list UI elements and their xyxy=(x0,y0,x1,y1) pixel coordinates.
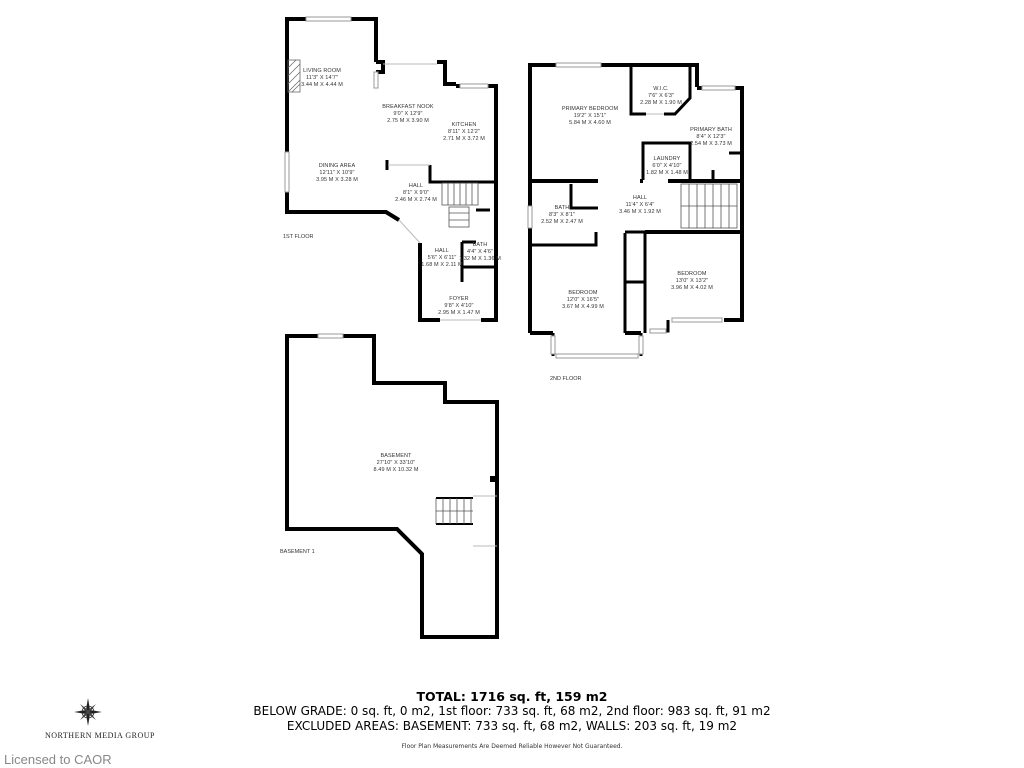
room-dimension-metric: 8.49 M X 10.32 M xyxy=(373,467,419,473)
total-area: TOTAL: 1716 sq. ft, 159 m2 xyxy=(416,689,608,704)
room-label-kitchen: KITCHEN 8'11" X 12'2" 2.71 M X 3.72 M xyxy=(443,122,485,143)
room-dimension-metric: 2.52 M X 2.47 M xyxy=(541,219,583,225)
room-label-wic: W.I.C. 7'6" X 6'3" 2.28 M X 1.90 M xyxy=(640,86,682,107)
window xyxy=(555,62,602,68)
room-dimension-metric: 2.28 M X 1.90 M xyxy=(640,100,682,106)
room-name: W.I.C. xyxy=(653,86,669,92)
room-dimension-metric: 2.46 M X 2.74 M xyxy=(395,197,437,203)
company-name: NORTHERN MEDIA GROUP xyxy=(45,731,155,740)
window xyxy=(373,71,379,89)
room-dimension-imperial: 8'3" X 8'1" xyxy=(548,212,576,218)
window xyxy=(317,333,344,339)
room-name: BEDROOM xyxy=(568,290,598,296)
room-dimension-imperial: 12'11" X 10'9" xyxy=(319,170,355,176)
room-dimension-metric: 2.75 M X 3.90 M xyxy=(387,118,429,124)
room-name: LIVING ROOM xyxy=(303,68,341,74)
area-breakdown: BELOW GRADE: 0 sq. ft, 0 m2, 1st floor: … xyxy=(253,704,771,718)
room-dimension-metric: 5.84 M X 4.60 M xyxy=(569,120,611,126)
room-dimension-metric: 2.71 M X 3.72 M xyxy=(443,136,485,142)
room-dimension-metric: 1.82 M X 1.48 M xyxy=(646,170,688,176)
window xyxy=(671,317,723,323)
floor-label-first: 1ST FLOOR xyxy=(283,234,314,240)
window xyxy=(459,83,489,89)
window xyxy=(550,335,556,355)
room-dimension-metric: 2.95 M X 1.47 M xyxy=(438,310,480,316)
room-dimension-imperial: 9'8" X 4'10" xyxy=(444,303,474,309)
room-label-laundry: LAUNDRY 6'0" X 4'10" 1.82 M X 1.48 M xyxy=(646,156,688,177)
floor-label-basement: BASEMENT 1 xyxy=(280,549,315,555)
room-name: KITCHEN xyxy=(451,122,477,128)
room-name: PRIMARY BATH xyxy=(690,127,732,133)
room-label-breakfast-nook: BREAKFAST NOOK 9'0" X 12'9" 2.75 M X 3.9… xyxy=(382,104,433,125)
room-label-primary-bedroom: PRIMARY BEDROOM 19'2" X 15'1" 5.84 M X 4… xyxy=(562,106,618,127)
room-dimension-imperial: 8'1" X 9'0" xyxy=(402,190,430,196)
room-label-hall-lower: HALL 5'6" X 6'11" 1.68 M X 2.11 M xyxy=(421,248,462,269)
room-label-hall: HALL 11'4" X 6'4" 3.46 M X 1.92 M xyxy=(619,195,661,216)
room-name: BASEMENT xyxy=(380,453,412,459)
excluded-areas: EXCLUDED AREAS: BASEMENT: 733 sq. ft, 68… xyxy=(286,719,738,733)
room-dimension-imperial: 6'0" X 4'10" xyxy=(652,163,682,169)
room-dimension-metric: 1.68 M X 2.11 M xyxy=(421,262,463,268)
room-dimension-metric: 2.54 M X 3.73 M xyxy=(690,141,732,147)
room-dimension-imperial: 4'4" X 4'6" xyxy=(466,249,494,255)
room-dimension-imperial: 7'6" X 6'3" xyxy=(647,93,675,99)
basement-walls xyxy=(285,334,499,639)
room-name: HALL xyxy=(434,248,450,254)
room-dimension-imperial: 8'11" X 12'2" xyxy=(448,129,480,135)
stairs-icon xyxy=(680,183,738,229)
compass-rose-icon xyxy=(74,698,102,726)
room-dimension-imperial: 9'0" X 12'9" xyxy=(393,111,423,117)
window xyxy=(701,85,736,91)
room-dimension-metric: 3.67 M X 4.99 M xyxy=(562,304,604,310)
room-name: HALL xyxy=(408,183,424,189)
room-label-bedroom-left: BEDROOM 12'0" X 16'5" 3.67 M X 4.99 M xyxy=(562,290,604,311)
room-name: BATH xyxy=(554,205,570,211)
room-name: PRIMARY BEDROOM xyxy=(561,106,619,112)
room-dimension-imperial: 11'4" X 6'4" xyxy=(625,202,655,208)
window xyxy=(527,205,533,229)
room-label-dining-area: DINING AREA 12'11" X 10'9" 3.95 M X 3.28… xyxy=(316,163,358,184)
room-dimension-imperial: 13'0" X 13'2" xyxy=(675,278,709,284)
room-name: BREAKFAST NOOK xyxy=(382,104,434,110)
room-dimension-metric: 3.44 M X 4.44 M xyxy=(301,82,343,88)
room-label-bedroom-right: BEDROOM 13'0" X 13'2" 3.96 M X 4.02 M xyxy=(671,271,713,292)
room-label-bath: BATH 8'3" X 8'1" 2.52 M X 2.47 M xyxy=(541,205,583,226)
room-label-living-room: LIVING ROOM 11'3" X 14'7" 3.44 M X 4.44 … xyxy=(301,68,343,89)
room-dimension-imperial: 5'6" X 6'11" xyxy=(427,255,457,261)
room-dimension-imperial: 19'2" X 15'1" xyxy=(573,113,607,119)
room-label-bath: BATH 4'4" X 4'6" 1.32 M X 1.36 M xyxy=(459,242,501,263)
window xyxy=(649,328,667,334)
room-dimension-metric: 3.46 M X 1.92 M xyxy=(619,209,661,215)
disclaimer: Floor Plan Measurements Are Deemed Relia… xyxy=(401,743,623,750)
stairs-icon xyxy=(441,182,479,228)
window xyxy=(305,16,352,22)
room-name: BEDROOM xyxy=(677,271,707,277)
floor-label-second: 2ND FLOOR xyxy=(550,376,582,382)
room-name: HALL xyxy=(632,195,648,201)
room-name: BATH xyxy=(472,242,488,248)
license-watermark: Licensed to CAOR xyxy=(4,752,112,767)
room-name: DINING AREA xyxy=(318,163,356,169)
room-label-foyer: FOYER 9'8" X 4'10" 2.95 M X 1.47 M xyxy=(438,296,480,317)
room-dimension-metric: 3.96 M X 4.02 M xyxy=(671,285,713,291)
room-name: LAUNDRY xyxy=(653,156,681,162)
room-dimension-metric: 1.32 M X 1.36 M xyxy=(459,256,501,262)
fireplace-icon xyxy=(287,59,301,93)
room-name: FOYER xyxy=(449,296,469,302)
room-label-hall-upper: HALL 8'1" X 9'0" 2.46 M X 2.74 M xyxy=(395,183,437,204)
room-label-basement: BASEMENT 27'10" X 33'10" 8.49 M X 10.32 … xyxy=(373,453,418,474)
room-dimension-imperial: 12'0" X 16'5" xyxy=(566,297,600,303)
room-dimension-imperial: 11'3" X 14'7" xyxy=(306,75,338,81)
room-dimension-imperial: 27'10" X 33'10" xyxy=(376,460,416,466)
room-label-primary-bath: PRIMARY BATH 8'4" X 12'3" 2.54 M X 3.73 … xyxy=(690,127,732,148)
window xyxy=(555,353,639,359)
window xyxy=(638,335,644,355)
room-dimension-metric: 3.95 M X 3.28 M xyxy=(316,177,358,183)
window xyxy=(284,151,290,193)
stairs-icon xyxy=(435,497,473,525)
room-dimension-imperial: 8'4" X 12'3" xyxy=(696,134,726,140)
